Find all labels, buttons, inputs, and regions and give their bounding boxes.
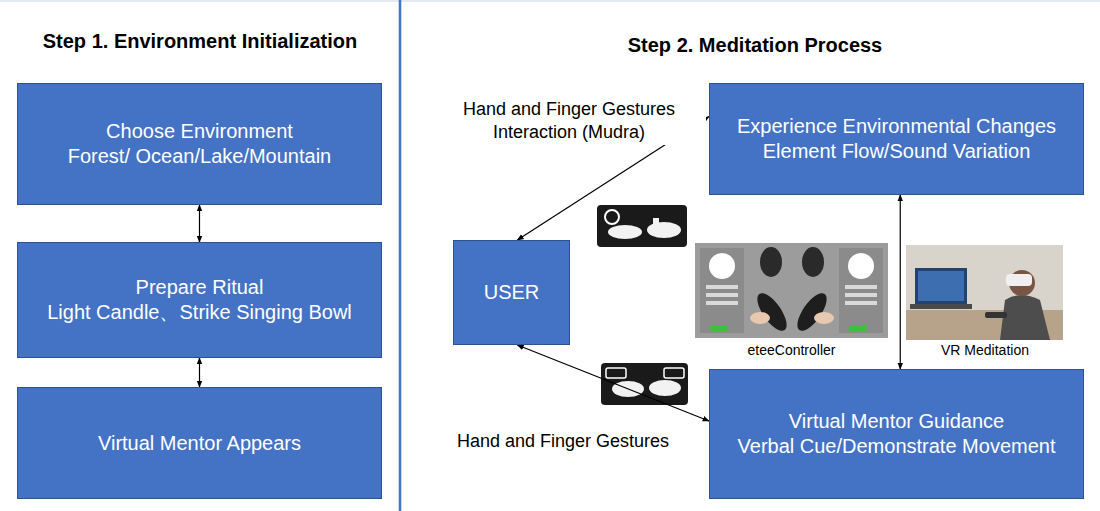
photo-caption: eteeController [695,342,888,358]
box-heading: Experience Environmental Changes [737,114,1056,139]
vr-photo [906,245,1063,340]
connector-arrow [199,358,200,387]
box-body: Verbal Cue/Demonstrate Movement [738,434,1056,459]
connector-arrow [199,205,200,242]
panel-divider [399,0,402,511]
step-title: Step 2. Meditation Process [560,34,950,57]
top-rule [0,1,1100,2]
box-heading: Choose Environment [106,119,293,144]
edge-label: Hand and Finger Gestures [430,430,696,453]
photo-caption: VR Meditation [900,342,1070,358]
process-box: Choose EnvironmentForest/ Ocean/Lake/Mou… [17,83,382,205]
process-box: Virtual Mentor Appears [17,387,382,499]
gesture-icon [597,205,687,247]
connector-arrow [900,195,901,369]
gesture-icon [601,363,688,405]
box-body: Forest/ Ocean/Lake/Mountain [68,144,331,169]
box-heading: Prepare Ritual [136,275,264,300]
step-title: Step 1. Environment Initialization [10,30,390,53]
controller-photo [695,243,888,338]
box-body: Light Candle、Strike Singing Bowl [47,300,352,325]
connector-arrow [517,345,709,421]
process-box: Prepare RitualLight Candle、Strike Singin… [17,242,382,358]
box-heading: USER [484,280,540,305]
process-box: Experience Environmental ChangesElement … [709,83,1084,195]
box-heading: Virtual Mentor Guidance [789,409,1004,434]
user-box: USER [453,240,570,345]
edge-label: Hand and Finger Gestures Interaction (Mu… [432,98,706,145]
box-body: Element Flow/Sound Variation [763,139,1031,164]
box-heading: Virtual Mentor Appears [98,431,301,456]
process-box: Virtual Mentor GuidanceVerbal Cue/Demons… [709,369,1084,499]
